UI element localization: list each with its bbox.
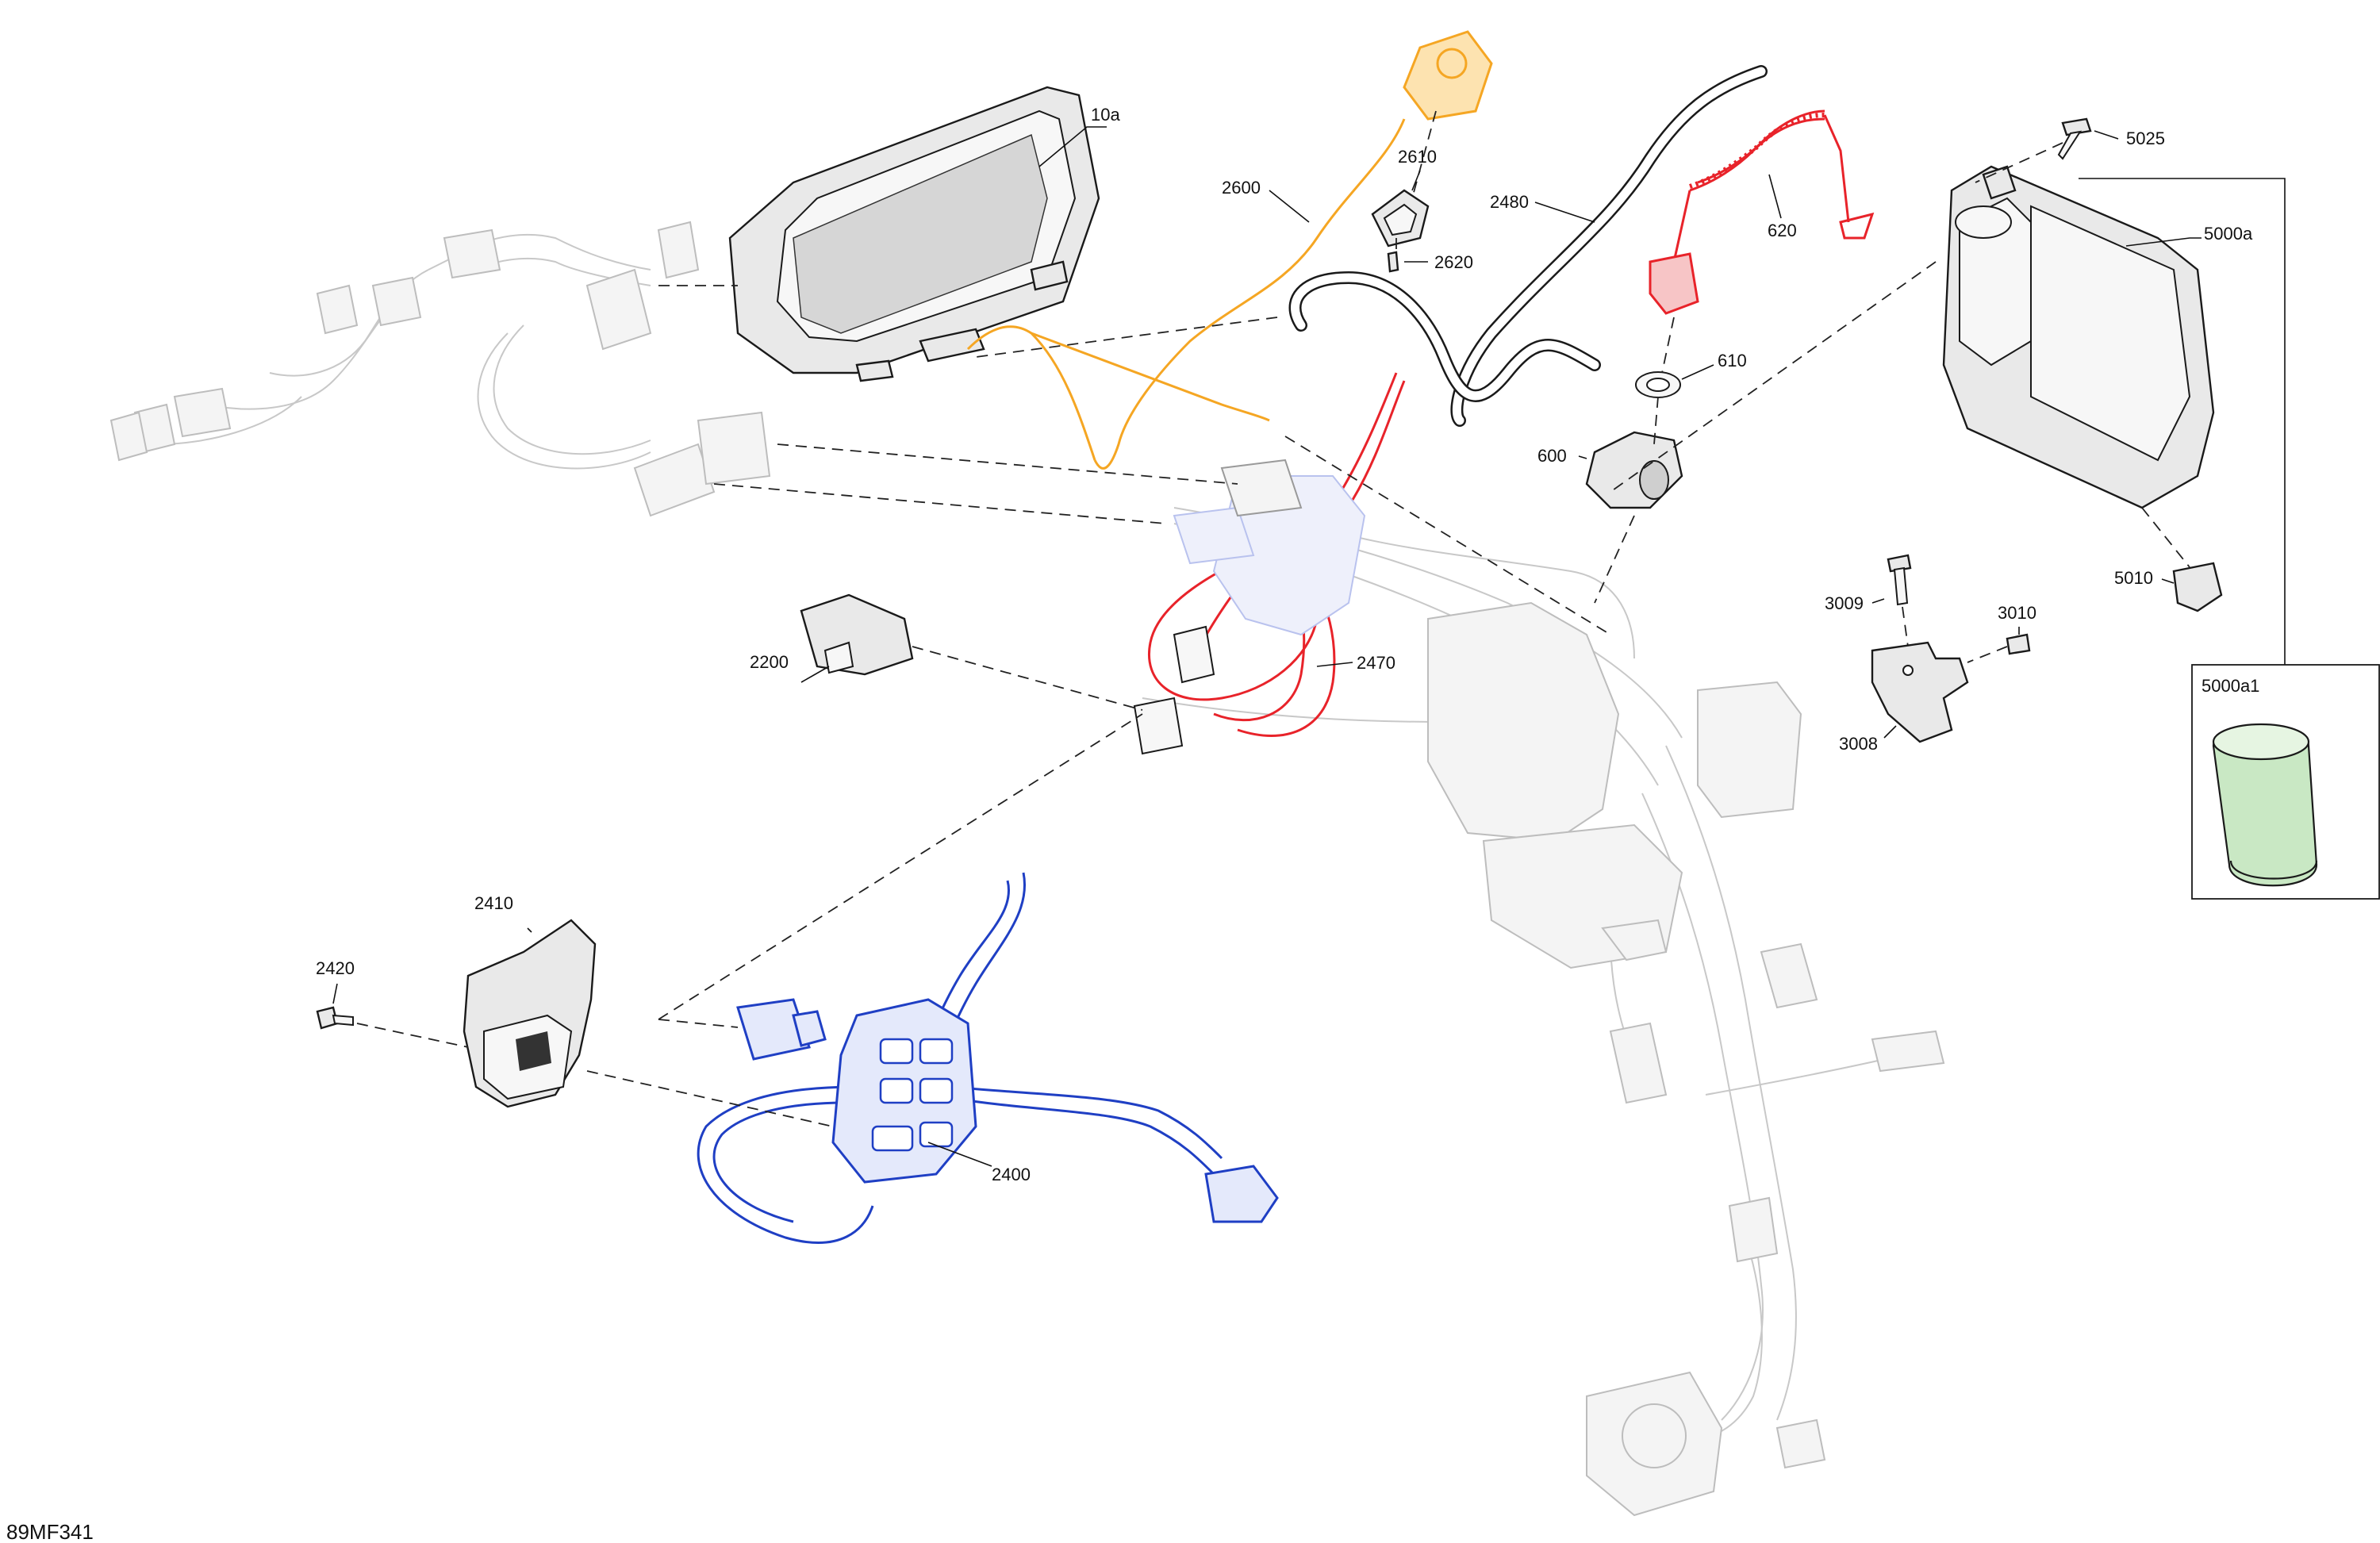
label-2610: 2610 bbox=[1398, 147, 1437, 167]
screw-2420 bbox=[316, 1006, 469, 1048]
callout-620: 620 bbox=[1768, 174, 1797, 240]
label-5025: 5025 bbox=[2126, 129, 2165, 148]
bolt-3010 bbox=[1967, 633, 2031, 663]
callout-2410: 2410 bbox=[474, 893, 532, 933]
nut-610 bbox=[1635, 317, 1681, 398]
label-5010: 5010 bbox=[2114, 568, 2153, 588]
inset-box-5000a1: 5000a1 bbox=[2079, 178, 2380, 900]
main-wiring-harness-ghost bbox=[1142, 507, 1945, 1517]
cluster-harness-ghost bbox=[109, 221, 771, 517]
label-5000a1: 5000a1 bbox=[2202, 676, 2259, 696]
hose-2480 bbox=[1288, 65, 1768, 427]
label-3008: 3008 bbox=[1839, 734, 1878, 754]
leader-connector-2400 bbox=[658, 1019, 739, 1028]
tether-switch-600 bbox=[1585, 396, 1683, 604]
callout-3008: 3008 bbox=[1839, 725, 1897, 754]
label-2620: 2620 bbox=[1434, 252, 1473, 272]
bolt-5025 bbox=[2057, 117, 2092, 160]
label-2200: 2200 bbox=[750, 652, 789, 672]
label-2600: 2600 bbox=[1222, 178, 1261, 198]
callout-2620: 2620 bbox=[1404, 252, 1473, 272]
tether-cord-620 bbox=[1649, 109, 1875, 315]
switch-cover-2410 bbox=[463, 919, 834, 1127]
callout-5025: 5025 bbox=[2094, 129, 2165, 148]
label-620: 620 bbox=[1768, 221, 1797, 240]
leader-switch-to-harness bbox=[658, 713, 1143, 1020]
label-2470: 2470 bbox=[1357, 653, 1395, 673]
orange-harness-2600 bbox=[966, 30, 1493, 470]
callout-2610: 2610 bbox=[1398, 147, 1437, 191]
label-2420: 2420 bbox=[316, 958, 355, 978]
leader-ecu-to-harness bbox=[1610, 261, 1937, 493]
callout-2400: 2400 bbox=[927, 1142, 1031, 1184]
bolt-3009 bbox=[1887, 554, 1912, 647]
label-600: 600 bbox=[1537, 446, 1567, 466]
blue-switch-harness-2400 bbox=[697, 872, 1279, 1244]
callout-10a: 10a bbox=[1038, 105, 1120, 167]
clip-2610 bbox=[1371, 110, 1437, 248]
callout-3010: 3010 bbox=[1998, 603, 2036, 635]
label-2410: 2410 bbox=[474, 893, 513, 913]
label-3010: 3010 bbox=[1998, 603, 2036, 623]
leader-bolt-to-ecu bbox=[1975, 142, 2063, 183]
callout-2480: 2480 bbox=[1490, 192, 1595, 223]
bracket-3008 bbox=[1871, 641, 1969, 743]
red-harness-2470 bbox=[1133, 372, 1406, 755]
label-610: 610 bbox=[1718, 351, 1747, 370]
label-5000a: 5000a bbox=[2204, 224, 2253, 244]
callout-2420: 2420 bbox=[316, 958, 355, 1004]
leader-plug-b bbox=[713, 483, 1167, 524]
diagram-code: 89MF341 bbox=[6, 1520, 94, 1543]
ecu-module-5000a bbox=[1942, 165, 2215, 509]
leader-cluster-to-harness bbox=[975, 317, 1278, 358]
leader-plug-a bbox=[777, 443, 1238, 485]
screw-2620 bbox=[1387, 238, 1399, 273]
label-2400: 2400 bbox=[992, 1165, 1031, 1184]
callout-5000a: 5000a bbox=[2125, 224, 2253, 247]
callout-3009: 3009 bbox=[1825, 593, 1885, 613]
callout-2470: 2470 bbox=[1316, 653, 1395, 673]
oil-filter-5000a1 bbox=[2212, 723, 2318, 887]
instrument-cluster-10a bbox=[728, 86, 1100, 382]
callout-5010: 5010 bbox=[2114, 568, 2175, 588]
callout-2200: 2200 bbox=[750, 652, 830, 683]
callout-610: 610 bbox=[1681, 351, 1747, 380]
leader-harness-to-switch bbox=[1284, 436, 1611, 635]
callout-2600: 2600 bbox=[1222, 178, 1310, 223]
label-3009: 3009 bbox=[1825, 593, 1864, 613]
clip-5010 bbox=[2141, 507, 2223, 612]
sensor-2200 bbox=[800, 593, 1143, 711]
label-2480: 2480 bbox=[1490, 192, 1529, 212]
label-10a: 10a bbox=[1091, 105, 1120, 125]
callout-600: 600 bbox=[1537, 446, 1587, 466]
